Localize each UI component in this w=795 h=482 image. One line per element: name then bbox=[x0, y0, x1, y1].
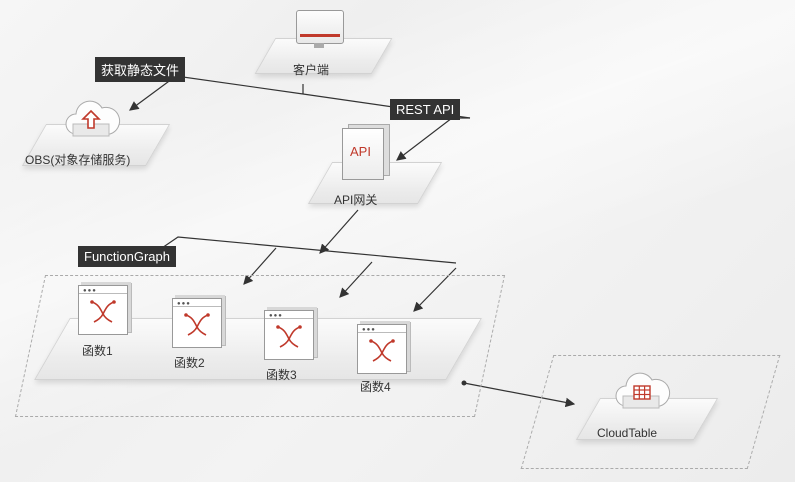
function-3-card: ●●● bbox=[264, 310, 314, 360]
gateway-down-link bbox=[319, 209, 359, 254]
function-icon bbox=[276, 325, 302, 348]
function-2-label: 函数2 bbox=[174, 356, 205, 370]
obs-label: OBS(对象存储服务) bbox=[25, 153, 131, 167]
cloudtable-label: CloudTable bbox=[597, 426, 658, 440]
function-1-card: ●●● bbox=[78, 285, 128, 335]
function-icon bbox=[369, 339, 395, 362]
function-3-label: 函数3 bbox=[266, 368, 297, 382]
fanout-f2 bbox=[243, 247, 277, 285]
fanout-f3 bbox=[339, 261, 373, 298]
fanout-f4 bbox=[413, 267, 457, 312]
rest-api-tag: REST API bbox=[390, 99, 461, 120]
api-gateway-label: API网关 bbox=[334, 193, 378, 207]
cloud-table-icon bbox=[612, 368, 672, 410]
api-icon-text: API bbox=[350, 144, 371, 159]
api-document-icon: API bbox=[342, 124, 390, 180]
client-label: 客户端 bbox=[293, 63, 330, 77]
function-4-label: 函数4 bbox=[360, 380, 391, 394]
function-icon bbox=[184, 313, 210, 336]
rest-api-route bbox=[396, 117, 470, 161]
functiongraph-tag: FunctionGraph bbox=[78, 246, 176, 267]
cloud-upload-icon bbox=[62, 96, 122, 137]
static-files-tag: 获取静态文件 bbox=[95, 57, 186, 82]
function-2-card: ●●● bbox=[172, 298, 222, 348]
function-icon bbox=[90, 300, 116, 323]
function-4-card: ●●● bbox=[357, 324, 407, 374]
fanout-bus bbox=[139, 236, 457, 264]
computer-icon bbox=[296, 10, 348, 48]
cloudtable-link bbox=[463, 382, 576, 408]
function-1-label: 函数1 bbox=[82, 344, 113, 358]
